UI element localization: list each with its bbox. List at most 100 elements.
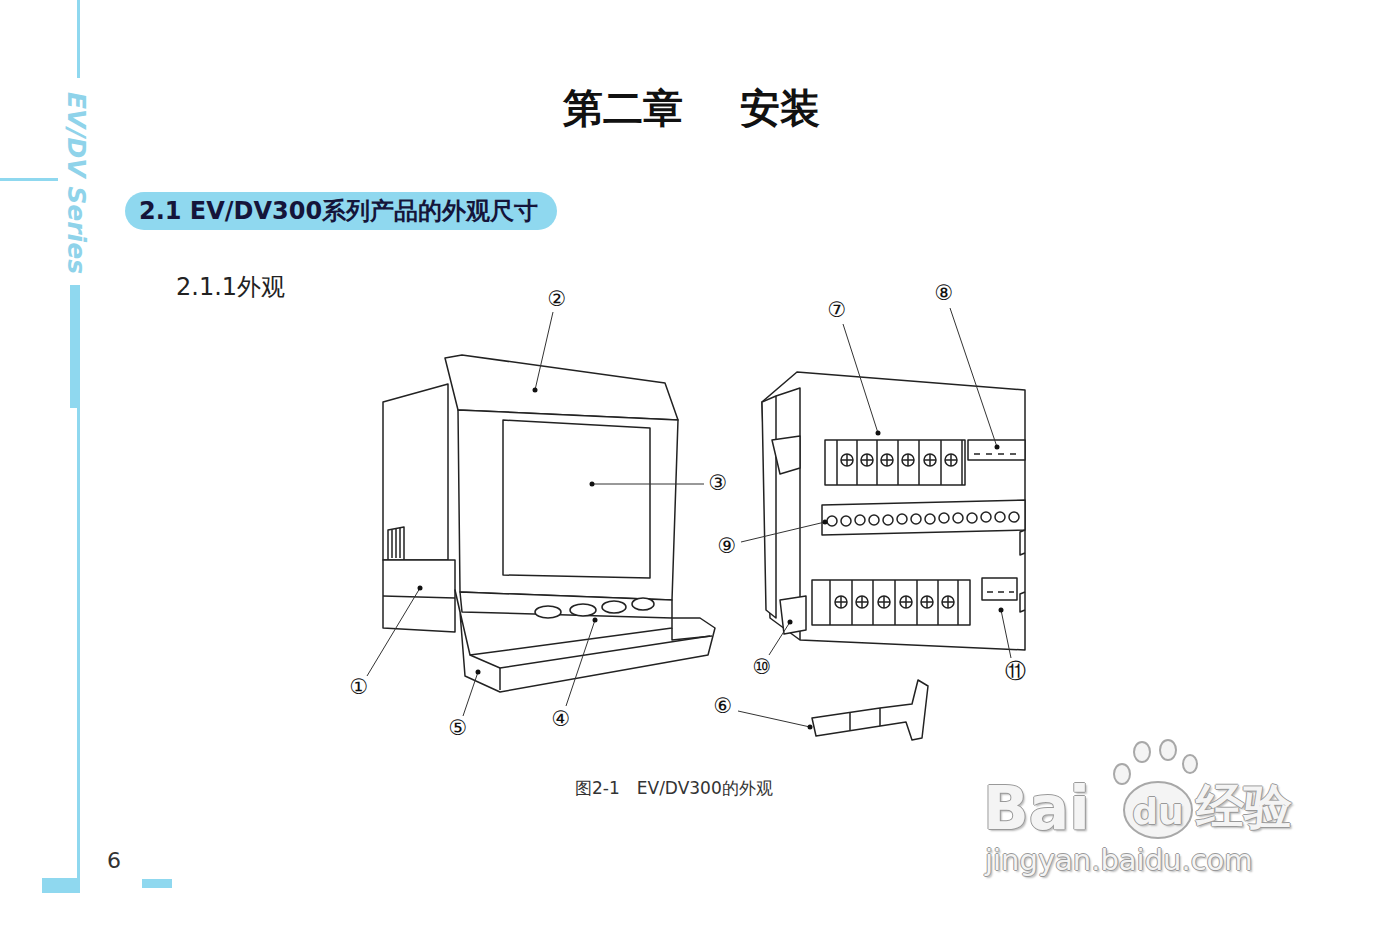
callout-number: ① <box>350 676 369 699</box>
watermark-paw <box>1124 782 1192 838</box>
pin-row <box>995 512 1005 522</box>
leader-dot <box>533 388 538 393</box>
page-frame <box>0 178 58 181</box>
pin-row <box>911 514 921 524</box>
rear-view <box>974 453 1016 455</box>
callout-number: ⑨ <box>718 535 737 558</box>
watermark-paw <box>1183 755 1197 773</box>
front-view <box>383 355 715 692</box>
leader-line <box>535 312 553 390</box>
leader-dot <box>593 618 598 623</box>
leader-line <box>367 588 420 676</box>
leader-line <box>1001 610 1011 658</box>
pin-row <box>897 514 907 524</box>
front-view <box>503 420 650 578</box>
callout-number: ⑩ <box>753 656 772 679</box>
section-heading-band: 2.1 EV/DV300系列产品的外观尺寸 <box>125 192 557 230</box>
front-view <box>383 560 455 632</box>
pin-row <box>925 514 935 524</box>
page-frame <box>70 285 80 408</box>
mounting-clip <box>812 680 928 740</box>
rear-view <box>987 591 1014 593</box>
front-view <box>460 592 672 618</box>
callout-number: ④ <box>552 708 571 731</box>
leader-dot <box>590 482 595 487</box>
callout-number: ② <box>548 288 567 311</box>
series-side-label: EV/DV Series <box>62 92 90 274</box>
callout-number: ⑥ <box>714 695 733 718</box>
leader-dot <box>999 608 1004 613</box>
terminal-screw <box>835 596 954 608</box>
subsection-heading: 2.1.1外观 <box>176 274 285 300</box>
leader-line <box>843 324 878 433</box>
terminal-screw <box>841 454 957 466</box>
leader-line <box>367 308 1011 727</box>
watermark: jingyan.baidu.com <box>985 845 1253 877</box>
pin-row <box>855 515 865 525</box>
callout-number: ③ <box>709 472 728 495</box>
rear-view <box>762 396 776 618</box>
rear-view <box>822 500 1025 535</box>
mounting-clip <box>812 680 928 740</box>
leader-line <box>769 622 790 655</box>
rear-view <box>825 440 965 485</box>
rear-view <box>968 440 1025 460</box>
watermark: du <box>1132 792 1183 832</box>
front-view <box>602 601 626 613</box>
front-view <box>470 636 710 668</box>
page-frame <box>42 878 80 893</box>
pin-row <box>981 512 991 522</box>
terminal-screw <box>835 596 954 608</box>
front-view <box>388 527 404 560</box>
front-view <box>458 410 678 600</box>
front-view <box>392 528 400 558</box>
watermark: 经验 <box>1196 780 1292 833</box>
front-view <box>383 384 448 560</box>
leader-line <box>592 484 704 485</box>
front-view <box>632 598 654 610</box>
page-frame <box>77 0 80 78</box>
pin-row <box>869 515 879 525</box>
pin-row <box>827 512 1019 526</box>
section-heading: 2.1 EV/DV300系列产品的外观尺寸 <box>139 198 538 224</box>
pin-row <box>841 516 851 526</box>
front-view <box>570 604 596 616</box>
page-frame <box>77 408 80 886</box>
rear-view <box>830 580 958 625</box>
pin-row <box>1009 512 1019 522</box>
watermark: Bai <box>983 775 1090 841</box>
leader-line <box>950 308 997 447</box>
rear-view <box>1020 530 1025 612</box>
leader-dot <box>995 445 1000 450</box>
leader-line <box>566 620 595 706</box>
page-frame <box>0 0 172 893</box>
leader-dot <box>876 431 881 436</box>
leader-dot <box>808 725 813 730</box>
pin-row <box>827 516 837 526</box>
page-frame <box>142 879 172 888</box>
rear-view <box>812 580 970 625</box>
leader-dot <box>788 620 793 625</box>
rear-view <box>837 440 962 485</box>
leader-dot <box>823 520 828 525</box>
callout-number: ⑧ <box>935 282 954 305</box>
callout-number: ⑦ <box>828 299 847 322</box>
page-number: 6 <box>107 849 121 873</box>
chapter-title: 第二章 安装 <box>0 86 1383 130</box>
front-view <box>455 590 715 692</box>
rear-view <box>982 578 1017 600</box>
watermark-paw <box>1134 742 1150 762</box>
terminal-screw <box>841 454 957 466</box>
leader-dot <box>418 586 423 591</box>
leader-line <box>741 522 825 542</box>
callout-number: ⑤ <box>449 717 468 740</box>
front-view <box>499 668 501 690</box>
leader-line <box>463 672 478 716</box>
watermark-paw <box>1114 740 1197 838</box>
pin-row <box>967 513 977 523</box>
figure-caption: 图2-1 EV/DV300的外观 <box>575 779 773 798</box>
callout-number: ⑪ <box>1005 660 1026 683</box>
leader-dot <box>418 388 1004 730</box>
mounting-clip <box>850 708 880 730</box>
watermark-paw <box>1160 740 1176 760</box>
